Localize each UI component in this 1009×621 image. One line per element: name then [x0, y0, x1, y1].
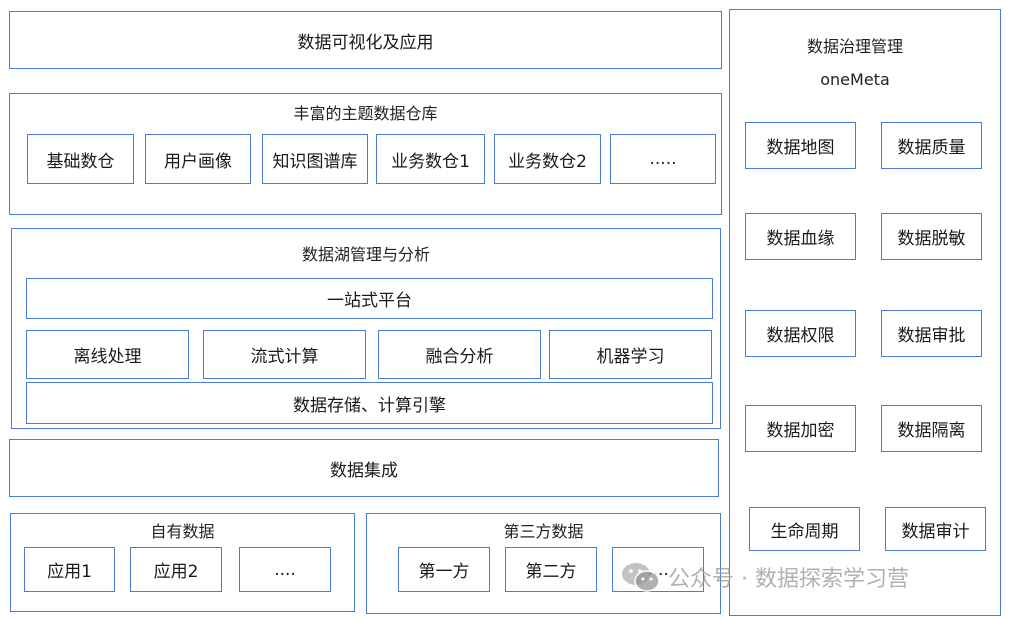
own-data-item: 应用2 — [130, 547, 222, 592]
warehouse-item: 业务数仓2 — [494, 134, 601, 184]
integration-layer: 数据集成 — [9, 439, 719, 497]
own-data-item: 应用1 — [24, 547, 115, 592]
wechat-icon — [622, 563, 660, 592]
governance-item: 数据权限 — [745, 310, 856, 357]
own-data-title: 自有数据 — [150, 522, 215, 541]
watermark: 公众号 · 数据探索学习营 — [620, 560, 909, 594]
governance-item: 数据审计 — [885, 507, 986, 551]
watermark-text: 公众号 · 数据探索学习营 — [668, 567, 909, 592]
storage-engine-bar: 数据存储、计算引擎 — [26, 382, 713, 424]
warehouse-item: 业务数仓1 — [376, 134, 485, 184]
data-lake-title: 数据湖管理与分析 — [301, 245, 430, 264]
own-data-item: .... — [239, 547, 331, 592]
third-party-title: 第三方数据 — [503, 522, 584, 541]
visualization-label: 数据可视化及应用 — [297, 32, 434, 53]
governance-item: 数据加密 — [745, 405, 856, 452]
visualization-layer: 数据可视化及应用 — [9, 11, 722, 69]
lake-item: 融合分析 — [378, 330, 541, 379]
third-party-item: 第一方 — [398, 547, 490, 592]
warehouse-item: 用户画像 — [145, 134, 251, 184]
governance-subtitle: oneMeta — [820, 70, 890, 89]
governance-item: 数据脱敏 — [881, 213, 982, 260]
governance-item: 数据审批 — [881, 310, 982, 357]
governance-item: 数据质量 — [881, 122, 982, 169]
third-party-item: 第二方 — [505, 547, 597, 592]
governance-item: 数据地图 — [745, 122, 856, 169]
governance-title: 数据治理管理 — [806, 37, 903, 56]
warehouse-item: 基础数仓 — [27, 134, 134, 184]
lake-item: 流式计算 — [203, 330, 366, 379]
warehouse-item: ..... — [610, 134, 716, 184]
warehouse-item: 知识图谱库 — [262, 134, 368, 184]
lake-item: 离线处理 — [26, 330, 189, 379]
governance-item: 生命周期 — [749, 507, 860, 551]
warehouse-title: 丰富的主题数据仓库 — [293, 104, 438, 123]
integration-label: 数据集成 — [330, 460, 398, 481]
lake-item: 机器学习 — [549, 330, 712, 379]
governance-item: 数据隔离 — [881, 405, 982, 452]
platform-bar: 一站式平台 — [26, 278, 713, 319]
governance-item: 数据血缘 — [745, 213, 856, 260]
